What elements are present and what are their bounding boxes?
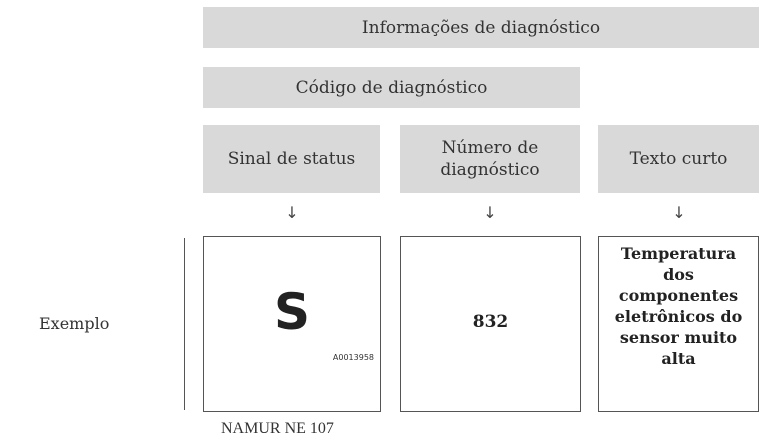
down-arrow-icon: ↓ <box>483 203 497 222</box>
status-signal-example: S A0013958 <box>203 236 381 412</box>
namur-standard-caption: NAMUR NE 107 <box>221 420 334 437</box>
example-row-label: Exemplo <box>39 314 110 333</box>
status-signal-header: Sinal de status <box>203 125 380 193</box>
diagnostic-number-value: 832 <box>472 312 509 332</box>
status-signal-symbol: S <box>273 283 310 341</box>
diagnostic-number-header: Número de diagnóstico <box>400 125 580 193</box>
diagnostic-code-header: Código de diagnóstico <box>203 67 580 108</box>
down-arrow-icon: ↓ <box>672 203 686 222</box>
short-text-value: Temperatura dos componentes eletrônicos … <box>614 244 743 368</box>
short-text-header: Texto curto <box>598 125 759 193</box>
diagnostic-info-header: Informações de diagnóstico <box>203 7 759 48</box>
image-reference-code: A0013958 <box>332 353 374 362</box>
example-separator-line <box>184 238 185 410</box>
down-arrow-icon: ↓ <box>285 203 299 222</box>
diagnostic-number-example: 832 <box>400 236 581 412</box>
short-text-example: Temperatura dos componentes eletrônicos … <box>598 236 759 412</box>
